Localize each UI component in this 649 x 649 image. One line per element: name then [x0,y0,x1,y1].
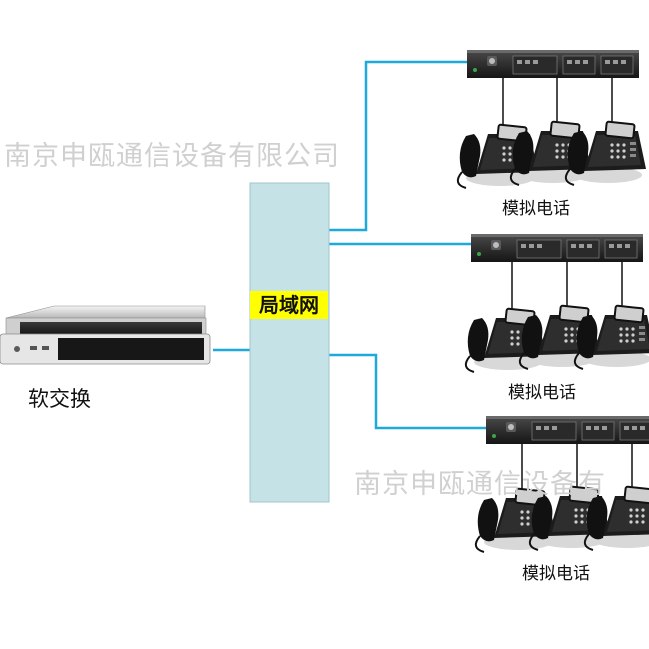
lan-label: 局域网 [250,291,328,319]
gateway-device-1 [466,49,640,79]
gateway-device-3 [485,415,649,445]
softswitch-server [0,305,211,365]
softswitch-label: 软交换 [28,387,91,411]
lan-box [249,182,330,503]
link-lan-gateway-3 [329,353,488,430]
phone-group-label: 模拟电话 [522,564,590,584]
phone-group-label: 模拟电话 [508,383,576,403]
gateway-device-2 [470,233,644,263]
phone-group-label: 模拟电话 [502,199,570,219]
watermark-text: 南京申瓯通信设备有 [354,469,606,500]
watermark-text: 南京申瓯通信设备有限公司 [4,141,340,172]
phone-cords [502,78,633,494]
network-links [213,60,488,430]
link-lan-gateway-1 [329,60,470,232]
